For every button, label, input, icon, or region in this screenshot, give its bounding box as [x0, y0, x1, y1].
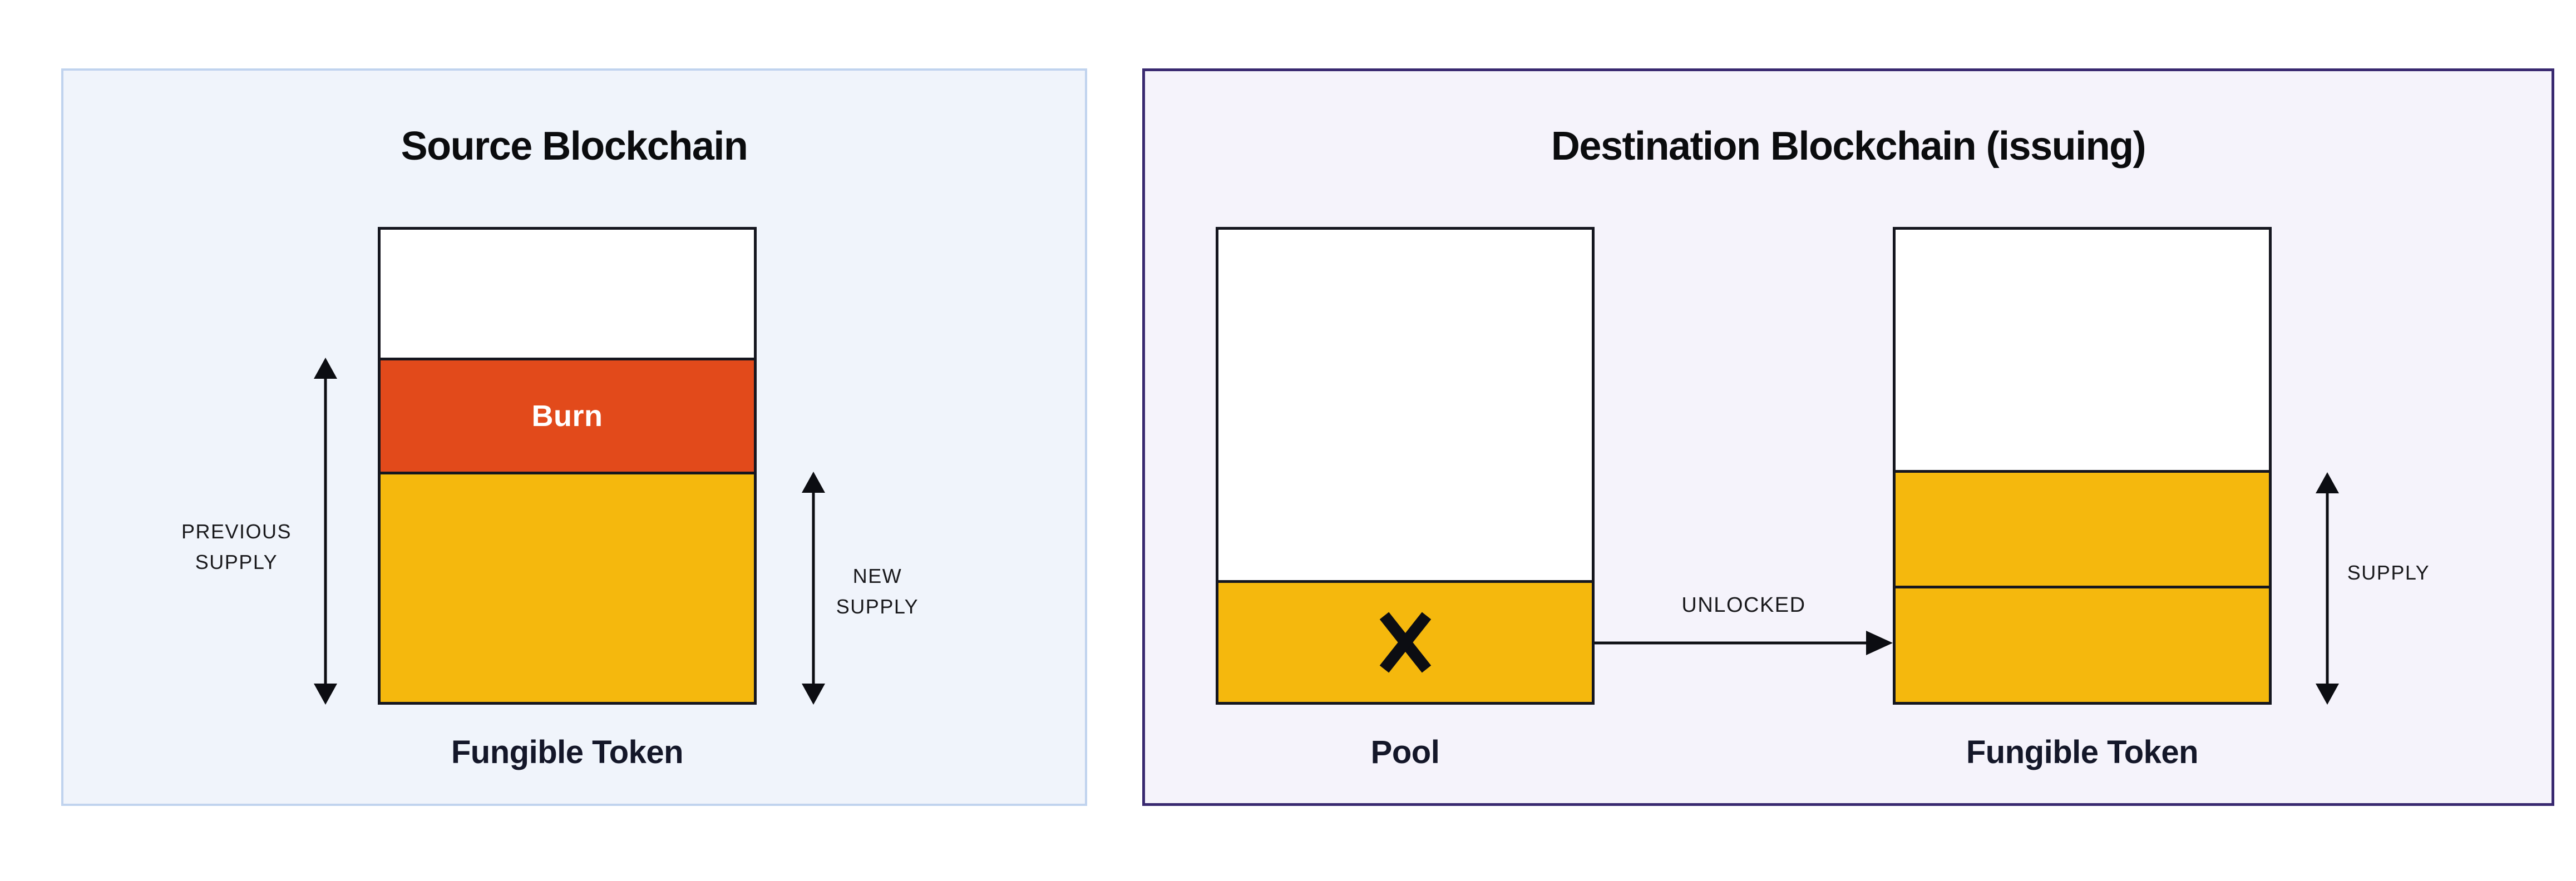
destination-token-bar — [1893, 227, 2272, 705]
arrow-line — [1595, 641, 1871, 645]
arrow-down-head-icon — [802, 684, 825, 705]
previous-supply-label-line1: PREVIOUS — [181, 520, 292, 543]
destination-bar-empty-segment — [1896, 230, 2269, 470]
source-token-bar: Burn — [378, 227, 757, 705]
source-bar-empty-segment — [381, 230, 754, 358]
destination-panel-title: Destination Blockchain (issuing) — [1551, 124, 2146, 169]
pool-bar-empty-segment — [1218, 230, 1592, 580]
previous-supply-arrow-icon — [314, 358, 337, 705]
new-supply-label-line1: NEW — [852, 565, 902, 587]
source-bar-burn-segment: Burn — [381, 358, 754, 472]
x-mark-icon — [1379, 612, 1431, 673]
previous-supply-label-line2: SUPPLY — [195, 551, 278, 573]
source-panel-title: Source Blockchain — [401, 124, 748, 169]
arrow-line — [2326, 483, 2329, 694]
source-bar-supply-segment — [381, 472, 754, 702]
destination-bar-caption: Fungible Token — [1966, 734, 2199, 770]
arrow-line — [324, 369, 327, 694]
destination-bar-unlocked-segment — [1896, 586, 2269, 702]
supply-label: SUPPLY — [2347, 561, 2430, 584]
arrow-right-head-icon — [1866, 631, 1893, 655]
unlocked-label: UNLOCKED — [1681, 593, 1806, 617]
arrow-line — [812, 483, 815, 694]
burn-segment-label: Burn — [531, 399, 603, 433]
destination-bar-existing-segment — [1896, 470, 2269, 586]
new-supply-label: NEW SUPPLY — [794, 561, 961, 622]
unlocked-flow-arrow-icon — [1595, 631, 1893, 655]
new-supply-label-line2: SUPPLY — [836, 595, 919, 618]
pool-caption: Pool — [1370, 734, 1440, 770]
new-supply-arrow-icon — [802, 472, 825, 705]
pool-bar-locked-segment — [1218, 580, 1592, 702]
previous-supply-label: PREVIOUS SUPPLY — [153, 516, 320, 577]
pool-bar — [1216, 227, 1595, 705]
arrow-down-head-icon — [314, 684, 337, 705]
supply-arrow-icon — [2316, 472, 2339, 705]
arrow-down-head-icon — [2316, 684, 2339, 705]
source-bar-caption: Fungible Token — [451, 734, 684, 770]
